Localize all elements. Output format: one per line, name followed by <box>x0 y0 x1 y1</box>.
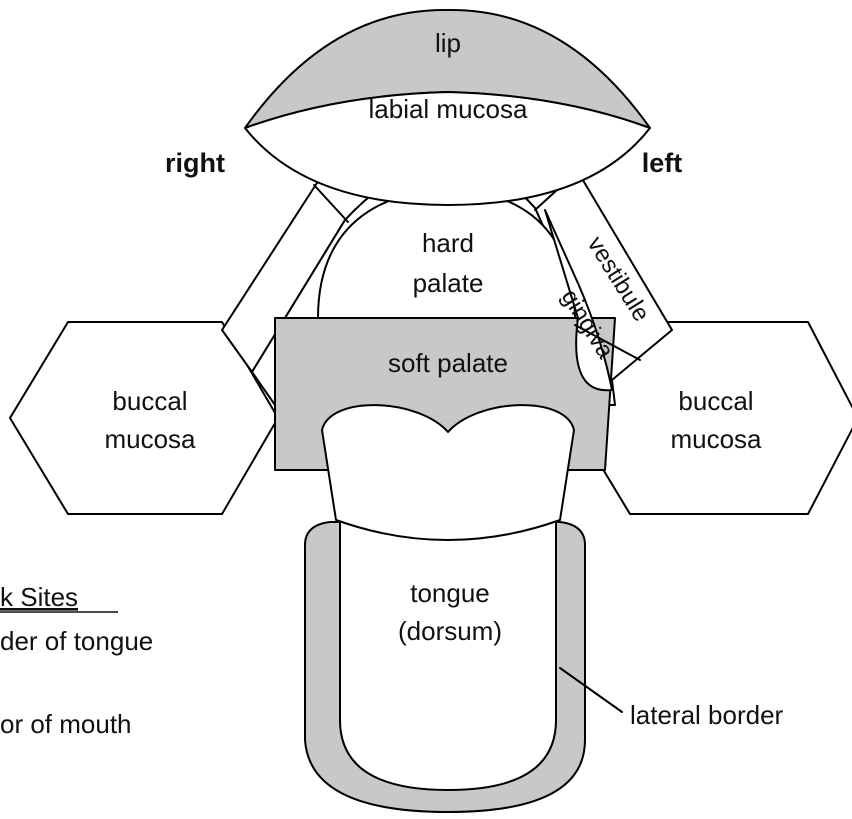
right-orientation-label: right <box>165 148 225 178</box>
left-orientation-label: left <box>642 148 683 178</box>
buccal-mucosa-right-label-line1: buccal <box>112 386 187 416</box>
buccal-mucosa-right-label-line2: mucosa <box>104 424 196 454</box>
labial-mucosa-label: labial mucosa <box>369 94 529 124</box>
tongue-label-line1: tongue <box>410 578 490 608</box>
buccal-mucosa-left-label-line2: mucosa <box>670 424 762 454</box>
hard-palate-label-line1: hard <box>422 228 474 258</box>
legend-title: k Sites <box>0 582 78 612</box>
legend-item-1: der of tongue <box>0 626 153 656</box>
hard-palate-label-line2: palate <box>413 268 484 298</box>
legend-item-2: or of mouth <box>0 709 132 739</box>
buccal-mucosa-left-label-line1: buccal <box>678 386 753 416</box>
lateral-border-label: lateral border <box>630 700 784 730</box>
lip-label: lip <box>435 28 461 58</box>
tongue-label-line2: (dorsum) <box>398 616 502 646</box>
soft-palate-label: soft palate <box>388 348 508 378</box>
